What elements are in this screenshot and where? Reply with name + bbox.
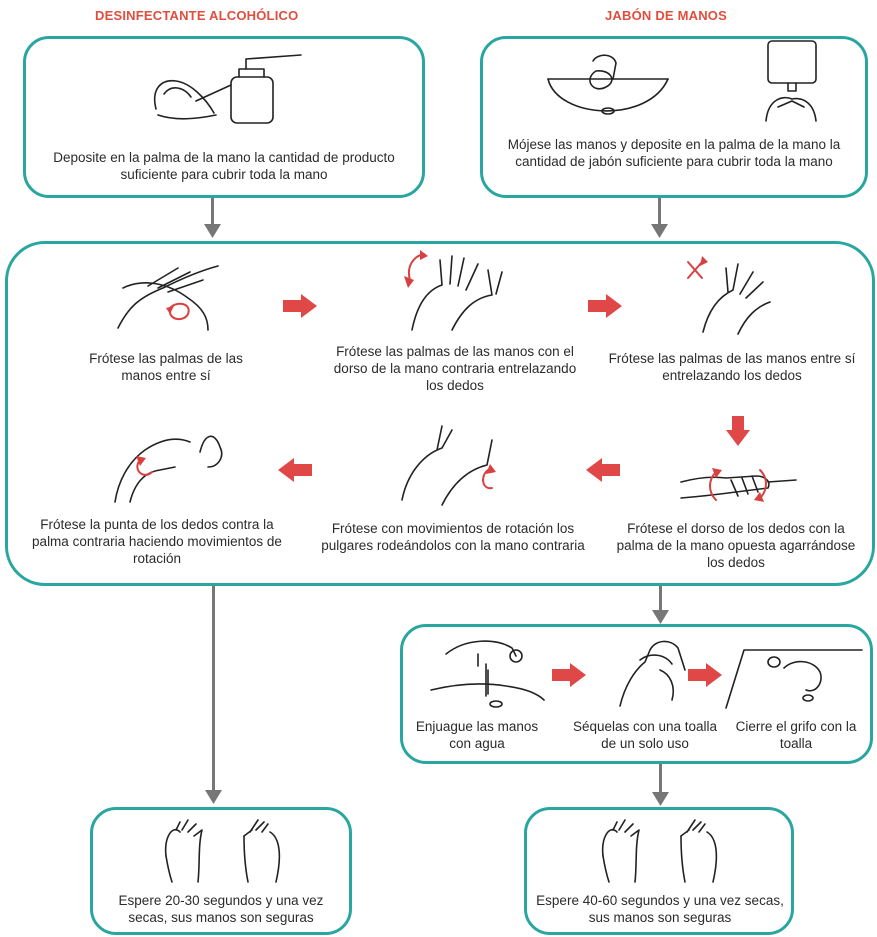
rubbing-steps-box: [5, 241, 875, 586]
arrow-left-icon: [278, 458, 312, 482]
header-soap: JABÓN DE MANOS: [605, 8, 727, 23]
thumbs-caption: Frótese con movimientos de rotación los …: [321, 521, 585, 553]
rinse-caption: Enjuague las manos con agua: [415, 719, 539, 751]
thumbs-rotation-icon: [401, 425, 496, 506]
alcohol-apply-box: Deposite en la palma de la mano la canti…: [23, 36, 425, 198]
wait-alcohol-caption: Espere 20-30 segundos y una vez secas, s…: [118, 893, 324, 925]
rub-palms-caption: Frótese las palmas de las manos entre sí: [89, 351, 243, 383]
fingertips-caption: Frótese la punta de los dedos contra la …: [32, 517, 282, 566]
connector-soap-top: [658, 198, 661, 228]
wait-soap-box: Espere 40-60 segundos y una vez secas, s…: [524, 807, 794, 935]
arrow-left-icon: [586, 458, 620, 482]
tap-caption: Cierre el grifo con la toalla: [735, 719, 857, 751]
arrow-down-icon: [204, 224, 221, 238]
connector-alcohol-top: [211, 198, 214, 228]
finger-backs-caption: Frótese el dorso de los dedos con la pal…: [616, 521, 856, 570]
arrow-right-icon: [688, 663, 722, 687]
close-tap-icon: [725, 649, 863, 709]
rub-palms-hands-icon: [117, 265, 219, 331]
wait-alcohol-box: Espere 20-30 segundos y una vez secas, s…: [90, 807, 352, 935]
arrow-down-icon: [726, 416, 750, 446]
interlace-fingers-icon: [687, 256, 771, 335]
arrow-down-icon: [652, 610, 669, 624]
connector-soap-bottom: [659, 764, 662, 794]
soap-dispenser-icon: [765, 40, 817, 122]
finger-backs-icon: [680, 468, 797, 502]
rinse-dry-box: [400, 624, 873, 764]
arrow-right-icon: [283, 294, 317, 318]
rub-back-hands-icon: [404, 250, 503, 331]
sanitizer-bottle-icon: [154, 54, 302, 124]
clean-hands-icon: [601, 819, 718, 883]
wait-soap-caption: Espere 40-60 segundos y una vez secas, s…: [536, 893, 784, 925]
interlace-caption: Frótese las palmas de las manos entre sí…: [608, 351, 856, 383]
arrow-right-icon: [588, 294, 622, 318]
connector-alcohol-long: [212, 586, 215, 792]
arrow-down-icon: [205, 790, 222, 804]
connector-soap-mid: [659, 586, 662, 612]
arrow-down-icon: [652, 792, 669, 806]
sink-icon: [547, 54, 669, 115]
clean-hands-icon: [164, 819, 281, 883]
arrow-down-icon: [651, 224, 668, 238]
fingertips-hands-icon: [114, 435, 223, 503]
alcohol-apply-caption: Deposite en la palma de la mano la canti…: [53, 150, 395, 182]
soap-apply-box: Mójese las manos y deposite en la palma …: [480, 36, 868, 198]
header-alcohol: DESINFECTANTE ALCOHÓLICO: [95, 8, 299, 23]
soap-apply-caption: Mójese las manos y deposite en la palma …: [507, 137, 841, 169]
dry-caption: Séquelas con una toalla de un solo uso: [572, 719, 718, 751]
rub-back-caption: Frótese las palmas de las manos con el d…: [333, 344, 577, 393]
rinse-tap-icon: [430, 640, 545, 708]
arrow-right-icon: [552, 663, 586, 687]
towel-dry-icon: [619, 640, 686, 707]
